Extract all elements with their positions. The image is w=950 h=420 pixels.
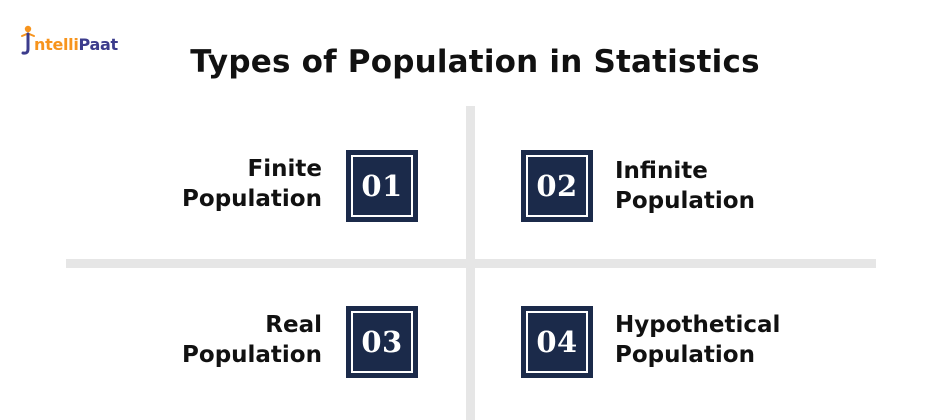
intellipaat-logo: ntelliPaat — [20, 22, 118, 58]
item-label-line: Population — [615, 342, 755, 368]
badge-number: 03 — [361, 325, 403, 359]
number-badge-04: 04 — [521, 306, 593, 378]
item-label-real: Real Population — [122, 310, 322, 370]
number-badge-03: 03 — [346, 306, 418, 378]
logo-wordmark: ntelliPaat — [34, 35, 118, 54]
logo-figure-icon — [20, 24, 36, 58]
badge-number: 02 — [536, 169, 578, 203]
horizontal-divider — [66, 259, 876, 268]
badge-number: 01 — [361, 169, 403, 203]
item-label-finite: Finite Population — [122, 154, 322, 214]
item-label-line: Real — [265, 312, 322, 338]
number-badge-02: 02 — [521, 150, 593, 222]
item-label-line: Population — [182, 186, 322, 212]
number-badge-01: 01 — [346, 150, 418, 222]
item-label-line: Hypothetical — [615, 312, 781, 338]
page-title: Types of Population in Statistics — [190, 44, 760, 80]
item-label-infinite: Infinite Population — [615, 156, 855, 216]
item-label-line: Population — [615, 188, 755, 214]
badge-number: 04 — [536, 325, 578, 359]
item-label-line: Population — [182, 342, 322, 368]
item-label-hypothetical: Hypothetical Population — [615, 310, 855, 370]
item-label-line: Finite — [247, 156, 322, 182]
item-label-line: Infinite — [615, 158, 708, 184]
